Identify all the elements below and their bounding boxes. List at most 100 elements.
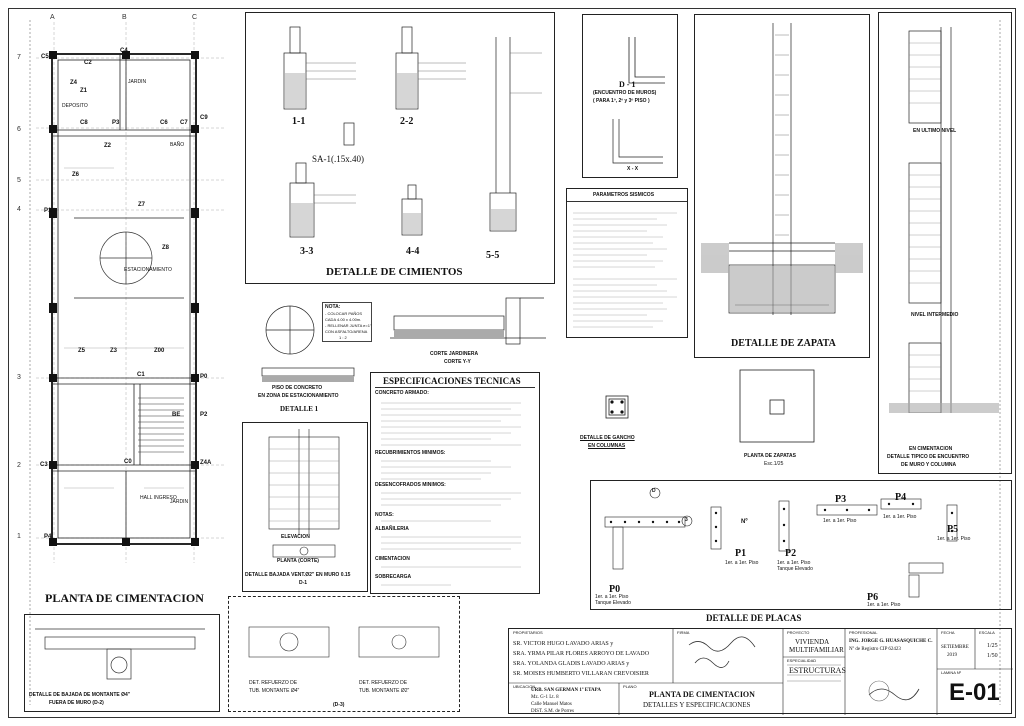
specs-section-albanileria: ALBAÑILERIA — [375, 526, 409, 532]
specs-section-desencofrados: DESENCOFRADOS MINIMOS: — [375, 482, 446, 488]
placa-p0-l1: 1er. a 1er. Piso — [595, 594, 629, 600]
label-c0: C0 — [124, 459, 132, 465]
room-estacionamiento: ESTACIONAMIENTO — [124, 267, 172, 273]
specs-box: ESPECIFICACIONES TECNICAS CONCRETO ARMAD… — [370, 372, 540, 594]
bajada-elevacion: ELEVACION — [281, 534, 310, 540]
escala-2: 1/50 — [987, 653, 998, 659]
zapata-title: DETALLE DE ZAPATA — [731, 338, 836, 349]
label-z4a: Z4A — [200, 460, 212, 466]
d3-detail-box: DET. REFUERZO DE TUB. MONTANTE Ø4" DET. … — [228, 596, 460, 712]
nota-line-1: - COLOCAR PAÑOS — [325, 311, 363, 316]
specs-section-sobrecarga: SOBRECARGA — [375, 574, 412, 580]
section-2-2: 2-2 — [400, 116, 414, 127]
grid-row-4: 4 — [17, 206, 21, 213]
foundation-plan-drawing — [36, 22, 224, 563]
zapata-drawing — [701, 23, 863, 315]
placa-p6-l1: 1er. a 1er. Piso — [867, 602, 901, 608]
parametros-box: PARAMETROS SISMICOS — [566, 188, 688, 338]
placas-drawing — [604, 487, 958, 598]
label-c1: C1 — [137, 372, 145, 378]
label-z2: Z2 — [104, 143, 112, 149]
especialidad-label: ESPECIALIDAD — [787, 658, 817, 663]
label-p2: P2 — [200, 412, 208, 418]
jardinera-title: CORTE JARDINERA — [430, 351, 479, 357]
fecha-2: 2019 — [947, 653, 957, 658]
specs-text-lines — [381, 402, 521, 586]
label-p1: P1 — [44, 208, 52, 214]
placas-detail-box: D 3 Nº P0 1er. a 1er. Piso Tanque Elevad… — [590, 480, 1012, 610]
section-3-3: 3-3 — [300, 246, 314, 257]
montante-detail-box: DETALLE DE BAJADA DE MONTANTE Ø4" FUERA … — [24, 614, 220, 712]
firma-label: FIRMA — [677, 630, 690, 635]
room-jardin-top: JARDIN — [128, 79, 147, 85]
jardinera-block: CORTE JARDINERA CORTE Y-Y — [388, 288, 548, 370]
d3-right-line2: TUB. MONTANTE Ø2" — [359, 688, 410, 694]
detalle1-block: PISO DE CONCRETO EN ZONA DE ESTACIONAMIE… — [248, 290, 366, 420]
plano-label: PLANO — [623, 684, 637, 689]
label-c9: C9 — [200, 115, 208, 121]
gancho-line1: DETALLE DE GANCHO — [580, 435, 635, 441]
d3-left-line2: TUB. MONTANTE Ø4" — [249, 688, 300, 694]
specs-section-cimentacion: CIMENTACION — [375, 556, 410, 562]
room-jardin-bottom: JARDIN — [170, 499, 189, 505]
muro-columna-bottom-2: DETALLE TIPICO DE ENCUENTRO — [887, 454, 970, 460]
placa-p4-code: P4 — [895, 492, 907, 503]
label-c5: C5 — [41, 54, 49, 60]
sa1-label: SA-1(.15x.40) — [312, 154, 364, 164]
proyecto-1: VIVIENDA — [795, 638, 830, 646]
nota-box: NOTA: - COLOCAR PAÑOS CADA 4.00 x 4.00m.… — [322, 302, 372, 342]
specs-section-concreto: CONCRETO ARMADO: — [375, 390, 429, 396]
label-c6: C6 — [160, 120, 168, 126]
room-bano: BAÑO — [170, 142, 185, 148]
bajada-code: D-1 — [299, 580, 308, 586]
ubicacion-4: DIST. S.M. de Porres — [531, 709, 574, 714]
escala-label: ESCALA — [979, 630, 995, 635]
specs-title: ESPECIFICACIONES TECNICAS — [383, 376, 521, 386]
grid-row-3: 3 — [17, 374, 21, 381]
placas-no-label: Nº — [741, 519, 748, 525]
planta-zapatas-scale: Esc.1/25 — [764, 461, 784, 467]
label-p0: P0 — [200, 374, 208, 380]
specs-section-notas: NOTAS: — [375, 512, 394, 518]
label-z6: Z6 — [72, 172, 80, 178]
muro-columna-drawing — [889, 27, 999, 414]
gancho-block: DETALLE DE GANCHO EN COLUMNAS — [566, 378, 646, 458]
owner-3: SRA. YOLANDA GLADIS LAVADO ARIAS y — [513, 661, 630, 667]
encuentro-section: X - X — [627, 166, 639, 172]
muro-columna-bottom-3: DE MURO Y COLUMNA — [901, 462, 957, 468]
propietarios-label: PROPIETARIOS — [513, 630, 543, 635]
title-block-grid — [509, 629, 1013, 715]
nota-line-3: - RELLENAR JUNTA e=1" — [325, 323, 372, 328]
parametros-text-lines — [573, 212, 677, 328]
encuentro-title: D - 1 — [619, 80, 636, 89]
label-p4: P4 — [44, 534, 52, 540]
sheet-code: E-01 — [949, 679, 1000, 706]
parametros-title: PARAMETROS SISMICOS — [593, 192, 655, 198]
detalle1-line1: PISO DE CONCRETO — [272, 385, 323, 391]
nota-line-5: 1 : 2 — [339, 335, 347, 340]
cimientos-detail-box: 1-1 2-2 3-3 4-4 5-5 SA-1(.15x.40) DETALL… — [245, 12, 555, 284]
label-z4: Z4 — [70, 80, 78, 86]
label-be: BE — [172, 412, 181, 418]
grid-col-c: C — [192, 14, 198, 21]
d3-right-line1: DET. REFUERZO DE — [359, 680, 408, 686]
grid-row-7: 7 — [17, 54, 21, 61]
sheet-border — [8, 8, 1016, 718]
zapata-detail-box: DETALLE DE ZAPATA — [694, 14, 870, 358]
label-c8: C8 — [80, 120, 88, 126]
d3-label: (D-3) — [333, 702, 345, 708]
encuentro-line2: ( PARA 1º, 2º y 3º PISO ) — [593, 98, 650, 104]
bajada-vent-box: ELEVACION PLANTA (CORTE) DETALLE BAJADA … — [242, 422, 368, 592]
encuentro-drawing-top — [628, 37, 665, 84]
detalle1-drawing — [261, 305, 355, 382]
grid-col-a: A — [50, 14, 55, 21]
cimientos-title: DETALLE DE CIMIENTOS — [326, 266, 463, 278]
owner-1: SR. VICTOR HUGO LAVADO ARIAS y — [513, 641, 614, 647]
bajada-planta: PLANTA (CORTE) — [277, 558, 319, 564]
placa-p2-code: P2 — [785, 548, 797, 559]
placas-circle-3: 3 — [685, 517, 688, 523]
grid-row-5: 5 — [17, 177, 21, 184]
fecha-label: FECHA — [941, 630, 955, 635]
plan-title: PLANTA DE CIMENTACION — [45, 591, 204, 605]
